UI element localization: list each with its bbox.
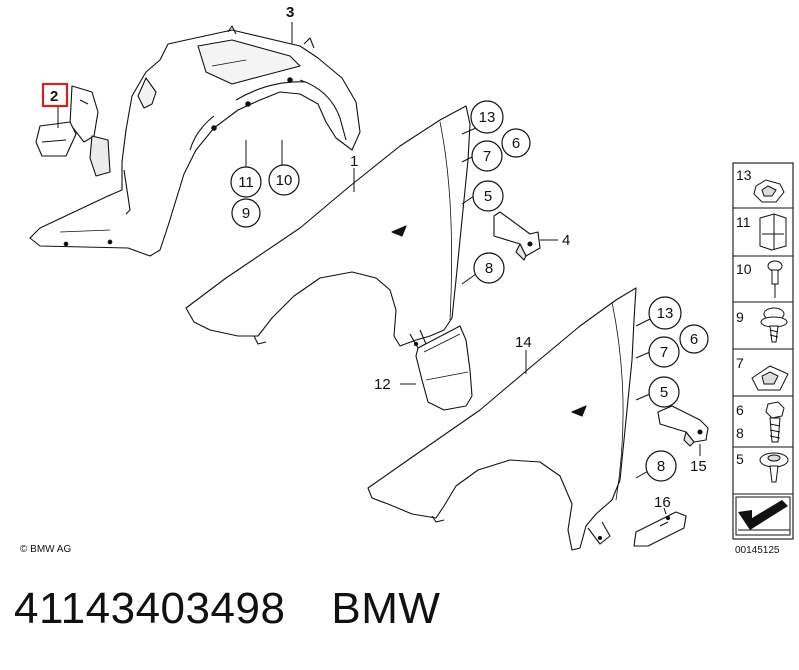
callout-7b-circle — [648, 336, 680, 368]
legend-label-5: 5 — [736, 451, 744, 467]
bracket-part-15 — [657, 405, 709, 447]
callout-5b: 5 — [660, 384, 668, 401]
legend-label-9: 9 — [736, 309, 744, 325]
legend-label-10: 10 — [736, 261, 752, 277]
wheel-arch-liner — [29, 25, 361, 257]
callout-2: 2 — [50, 88, 58, 105]
callout-1: 1 — [350, 153, 358, 170]
callout-12: 12 — [374, 376, 391, 393]
callout-13b: 13 — [657, 305, 674, 322]
fender-part-14 — [367, 287, 637, 551]
legend-label-13: 13 — [736, 167, 752, 183]
callout-6b: 6 — [690, 331, 698, 348]
callout-16: 16 — [654, 494, 671, 511]
legend-label-11: 11 — [736, 214, 751, 230]
callout-15: 15 — [690, 458, 707, 475]
seal-part-12 — [415, 325, 473, 411]
part-number: 41143403498 — [14, 584, 286, 633]
part-number-caption: 41143403498 BMW — [14, 584, 440, 634]
callout-14: 14 — [515, 334, 532, 351]
flange-screw-icon — [760, 307, 788, 343]
copyright-note: © BMW AG — [20, 544, 71, 555]
callout-5-circle — [472, 180, 504, 212]
callout-7b: 7 — [660, 344, 668, 361]
callout-10: 10 — [276, 172, 293, 189]
fender-part-1 — [185, 105, 471, 349]
callout-2-highlight-box — [41, 82, 69, 108]
callout-6-circle — [501, 128, 531, 158]
direction-arrow-icon — [735, 496, 791, 536]
sheet-nut-icon — [751, 365, 789, 391]
callout-8-circle — [473, 252, 505, 284]
drawing-number: 00145125 — [735, 545, 780, 556]
expanding-nut-icon — [759, 213, 787, 251]
legend-label-8: 8 — [736, 425, 744, 441]
callout-8b-circle — [645, 450, 677, 482]
callout-4: 4 — [562, 232, 570, 249]
bracket-part-2 — [35, 85, 111, 177]
callout-9: 9 — [242, 205, 250, 222]
callout-11-circle — [230, 166, 262, 198]
callout-13-circle — [470, 100, 504, 134]
clip-nut-icon — [753, 179, 785, 203]
rivet-icon — [767, 260, 783, 298]
brand-name: BMW — [331, 584, 441, 633]
legend-label-6: 6 — [736, 402, 744, 418]
callout-8: 8 — [485, 260, 493, 277]
callout-5b-circle — [648, 376, 680, 408]
callout-7: 7 — [483, 148, 491, 165]
callout-10-circle — [268, 164, 300, 196]
callout-9-circle — [231, 198, 261, 228]
fastener-legend: 13 11 10 9 — [732, 162, 794, 556]
leader-lines — [57, 22, 701, 515]
callout-13b-circle — [648, 296, 682, 330]
callout-3: 3 — [286, 4, 294, 21]
callout-13: 13 — [479, 109, 496, 126]
callout-6b-circle — [679, 324, 709, 354]
legend-label-7: 7 — [736, 355, 744, 371]
bracket-part-4 — [493, 211, 541, 261]
callout-11: 11 — [238, 174, 254, 191]
callout-6: 6 — [512, 135, 520, 152]
callout-5: 5 — [484, 188, 492, 205]
callout-8b: 8 — [657, 458, 665, 475]
callout-7-circle — [471, 140, 503, 172]
callouts: 3 2 13 6 7 1 11 10 9 5 4 8 13 — [41, 4, 709, 511]
body-screw-icon — [759, 452, 789, 483]
hex-screw-icon — [765, 401, 785, 443]
bracket-part-16 — [633, 511, 687, 547]
